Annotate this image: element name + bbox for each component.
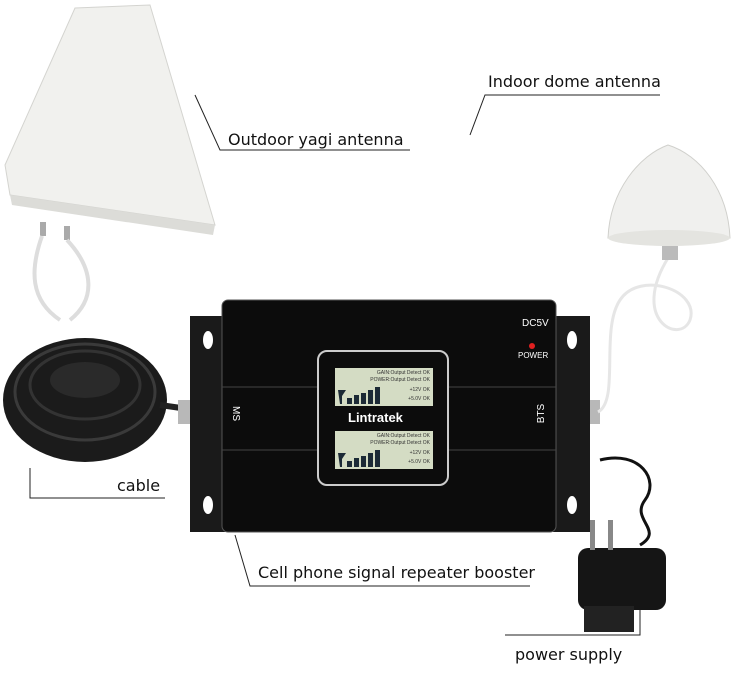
label-indoor-antenna: Indoor dome antenna xyxy=(488,72,661,91)
brand-logo: Lintratek xyxy=(348,410,403,425)
lcd-12v: +12V OK xyxy=(409,387,430,393)
label-booster: Cell phone signal repeater booster xyxy=(258,563,535,582)
dc-label: DC5V xyxy=(522,318,549,329)
signal-bars-icon xyxy=(338,387,380,404)
lcd-5v: +5.0V OK xyxy=(408,396,430,402)
lcd-ok: OK xyxy=(422,433,430,439)
power-led xyxy=(529,343,535,349)
lcd-ok: OK xyxy=(422,370,430,376)
power-adapter xyxy=(578,456,666,632)
leader-lines xyxy=(29,94,660,636)
cable-coil xyxy=(3,338,196,462)
label-outdoor-antenna: Outdoor yagi antenna xyxy=(228,130,404,149)
bts-label: BTS xyxy=(536,403,548,424)
ms-label: MS xyxy=(230,406,241,421)
lcd-12v: +12V OK xyxy=(409,450,430,456)
left-bracket xyxy=(190,316,228,532)
lcd-5v: +5.0V OK xyxy=(408,459,430,465)
signal-bars-icon xyxy=(338,450,380,467)
lcd-text: GAIN:Output Detect xyxy=(376,433,422,439)
power-label: POWER xyxy=(518,351,549,360)
label-cable: cable xyxy=(117,476,161,495)
dome-cable xyxy=(597,257,693,414)
right-bracket xyxy=(553,316,590,532)
lcd-text: GAIN:Output Detect xyxy=(376,370,422,376)
yagi-antenna xyxy=(4,4,216,322)
lcd-ok: OK xyxy=(422,377,430,383)
lcd-text: POWER:Output Detect xyxy=(370,440,422,446)
lcd-ok: OK xyxy=(422,440,430,446)
label-power-supply: power supply xyxy=(515,645,623,664)
lcd-text: POWER:Output Detect xyxy=(370,377,422,383)
lcd-screen-2: GAIN:Output Detect OK POWER:Output Detec… xyxy=(335,431,433,469)
lcd-screen-1: GAIN:Output Detect OK POWER:Output Detec… xyxy=(335,368,433,406)
dome-antenna xyxy=(607,144,731,260)
